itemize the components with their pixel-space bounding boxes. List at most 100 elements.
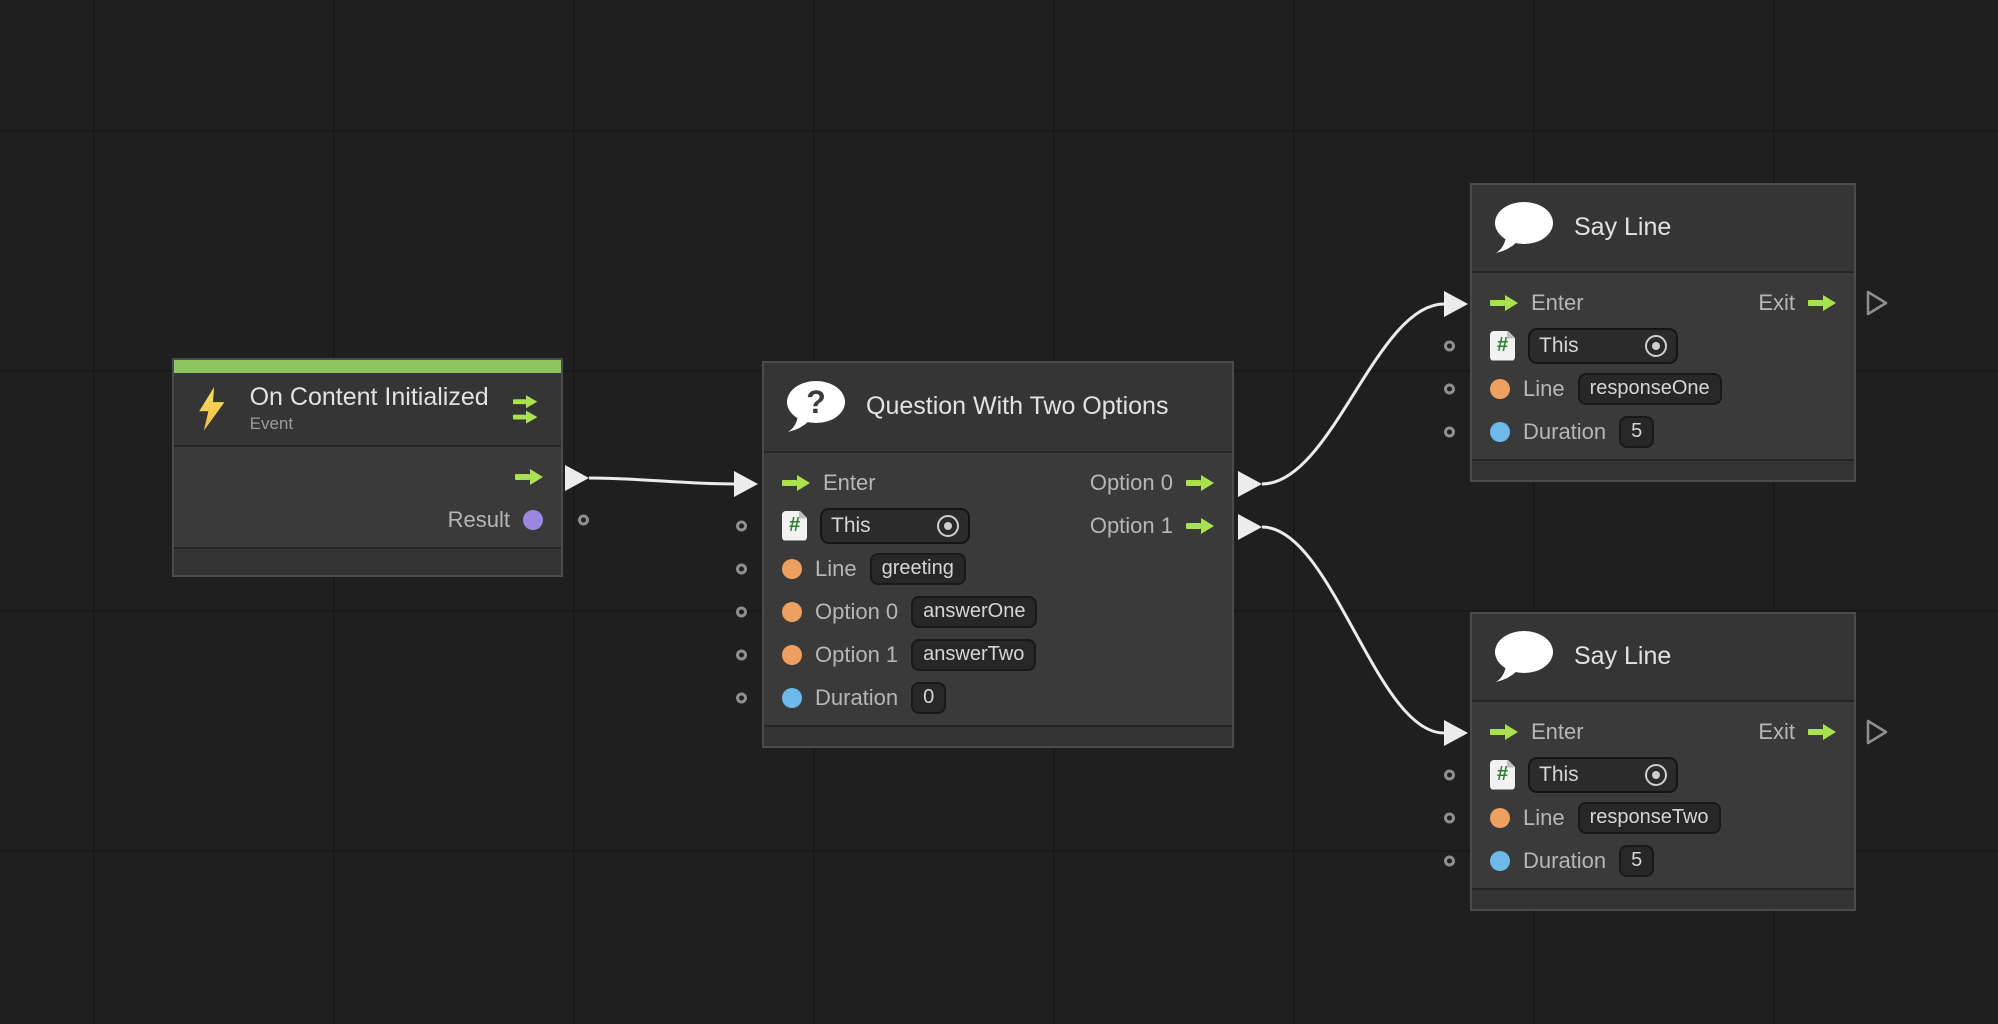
number-port-icon[interactable]	[782, 687, 802, 708]
flow-out-arrow-icon[interactable]	[1808, 294, 1836, 311]
flow-out-arrow-icon[interactable]	[515, 468, 543, 485]
node-on-content-initialized[interactable]: On Content Initialized Event	[172, 358, 589, 577]
line-external-port[interactable]	[1444, 383, 1455, 394]
event-result-row: Result	[174, 498, 589, 541]
string-port-icon[interactable]	[782, 644, 802, 665]
node-subtitle: Event	[249, 413, 294, 433]
enter-port-label: Enter	[1531, 718, 1584, 744]
node-footer	[1472, 888, 1854, 909]
node-question-with-two-options[interactable]: ? Question With Two Options Enter Option…	[736, 361, 1234, 748]
result-external-port[interactable]	[578, 514, 589, 525]
line-value-field[interactable]: responseOne	[1577, 372, 1722, 405]
hash-file-icon: #	[1490, 330, 1515, 361]
option0-external-port[interactable]	[736, 606, 747, 617]
say-duration-row: Duration 5	[1444, 839, 1854, 882]
question-bubble-icon: ?	[787, 381, 845, 432]
duration-external-port[interactable]	[736, 692, 747, 703]
say-line-row: Line responseOne	[1444, 367, 1854, 410]
this-object-field[interactable]: This	[1528, 327, 1678, 364]
line-value-field[interactable]: responseTwo	[1577, 801, 1721, 834]
duration-port-label: Duration	[815, 684, 899, 710]
node-title: Question With Two Options	[866, 392, 1169, 421]
this-object-field[interactable]: This	[820, 507, 970, 544]
option0-value-field[interactable]: answerOne	[911, 595, 1038, 628]
sequence-arrows-icon	[512, 395, 537, 424]
node-header: Say Line	[1472, 614, 1854, 702]
say-enter-exit-row: Enter Exit	[1472, 281, 1888, 324]
duration-value-field[interactable]: 0	[911, 681, 947, 714]
string-port-icon[interactable]	[782, 601, 802, 622]
flow-out-arrow-icon[interactable]	[1186, 474, 1214, 491]
sayline-bottom-enter-port-handle[interactable]	[1444, 720, 1468, 746]
node-say-line-top[interactable]: Say Line Enter Exit #	[1444, 183, 1888, 482]
question-enter-port-handle[interactable]	[734, 471, 758, 497]
node-header: On Content Initialized Event	[174, 373, 561, 447]
flow-in-arrow-icon[interactable]	[782, 474, 810, 491]
number-port-icon[interactable]	[1490, 850, 1510, 871]
question-option1-row: Option 1 answerTwo	[736, 633, 1232, 676]
wire-option1-to-sayline-bottom[interactable]	[1261, 525, 1445, 735]
exit-external-port[interactable]	[1866, 719, 1888, 745]
duration-value-field[interactable]: 5	[1619, 844, 1655, 877]
line-external-port[interactable]	[736, 563, 747, 574]
result-port-label: Result	[447, 506, 510, 532]
question-glyph: ?	[806, 384, 826, 420]
line-external-port[interactable]	[1444, 812, 1455, 823]
duration-external-port[interactable]	[1444, 426, 1455, 437]
node-say-line-bottom[interactable]: Say Line Enter Exit #	[1444, 612, 1888, 911]
exit-external-port[interactable]	[1866, 290, 1888, 316]
duration-value-field[interactable]: 5	[1619, 415, 1655, 448]
flow-in-arrow-icon[interactable]	[1490, 294, 1518, 311]
line-value-field[interactable]: greeting	[869, 552, 966, 585]
event-exit-row	[174, 455, 561, 498]
this-external-port[interactable]	[1444, 340, 1455, 351]
node-header: Say Line	[1472, 185, 1854, 273]
event-exit-port-handle[interactable]	[565, 465, 589, 491]
option1-value-field[interactable]: answerTwo	[911, 638, 1037, 671]
string-port-icon[interactable]	[1490, 378, 1510, 399]
line-port-label: Line	[1523, 375, 1565, 401]
exit-port-label: Exit	[1758, 289, 1795, 315]
target-picker-icon[interactable]	[1645, 763, 1667, 786]
question-option1-port-handle[interactable]	[1238, 514, 1262, 540]
line-port-label: Line	[1523, 804, 1565, 830]
node-title: Say Line	[1574, 642, 1672, 671]
this-external-port[interactable]	[736, 520, 747, 531]
duration-external-port[interactable]	[1444, 855, 1455, 866]
flow-out-arrow-icon[interactable]	[1186, 517, 1214, 534]
flow-in-arrow-icon[interactable]	[1490, 723, 1518, 740]
say-this-row: # This	[1444, 324, 1854, 367]
line-port-label: Line	[815, 555, 857, 581]
say-duration-row: Duration 5	[1444, 410, 1854, 453]
wire-option0-to-sayline-top[interactable]	[1261, 302, 1445, 486]
question-option0-row: Option 0 answerOne	[736, 590, 1232, 633]
question-option0-port-handle[interactable]	[1238, 471, 1262, 497]
string-port-icon[interactable]	[1490, 807, 1510, 828]
question-enter-row: Enter Option 0	[764, 461, 1232, 504]
target-picker-icon[interactable]	[937, 514, 959, 537]
option1-port-label: Option 1	[815, 641, 899, 667]
say-line-row: Line responseTwo	[1444, 796, 1854, 839]
option1-external-port[interactable]	[736, 649, 747, 660]
wire-event-to-question[interactable]	[588, 476, 735, 486]
enter-port-label: Enter	[1531, 289, 1584, 315]
node-title: On Content Initialized	[249, 383, 489, 412]
duration-port-label: Duration	[1523, 847, 1607, 873]
node-footer	[1472, 459, 1854, 480]
number-port-icon[interactable]	[1490, 421, 1510, 442]
node-header: ? Question With Two Options	[764, 363, 1232, 453]
this-object-field[interactable]: This	[1528, 756, 1678, 793]
question-line-row: Line greeting	[736, 547, 1232, 590]
node-footer	[174, 547, 561, 575]
target-picker-icon[interactable]	[1645, 334, 1667, 357]
speech-bubble-icon	[1495, 631, 1553, 682]
result-port-icon[interactable]	[523, 509, 543, 530]
enter-port-label: Enter	[823, 469, 876, 495]
node-footer	[764, 725, 1232, 746]
this-external-port[interactable]	[1444, 769, 1455, 780]
string-port-icon[interactable]	[782, 558, 802, 579]
sayline-top-enter-port-handle[interactable]	[1444, 291, 1468, 317]
flow-out-arrow-icon[interactable]	[1808, 723, 1836, 740]
